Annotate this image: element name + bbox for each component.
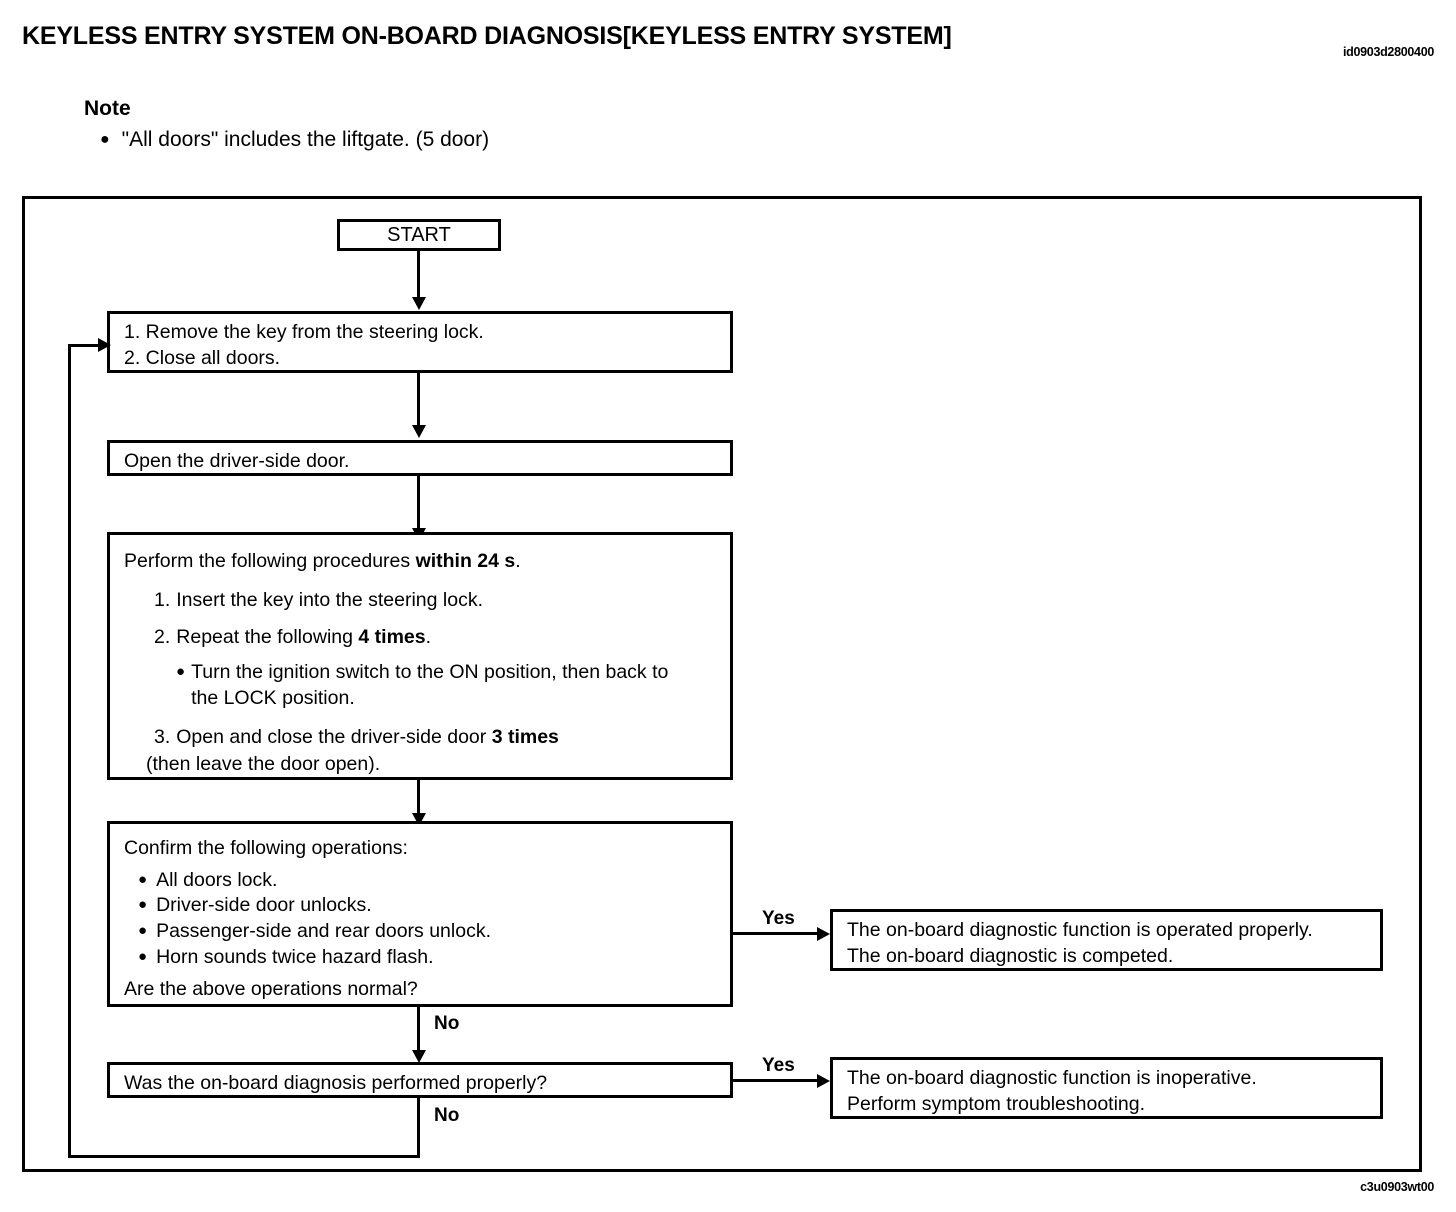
flow-node-step3: Perform the following procedures within … <box>107 532 733 780</box>
connector-step5-no-down <box>417 1098 420 1158</box>
edge-label-yes-bottom: Yes <box>762 1055 795 1076</box>
list-item: ● All doors lock. <box>124 868 716 894</box>
diagram-frame <box>22 196 1422 1172</box>
step3-item2-c: . <box>425 626 432 649</box>
bullet-icon: ● <box>138 922 148 940</box>
step1-line2: 2. Close all doors. <box>124 346 281 369</box>
step3-item1-text: Insert the key into the steering lock. <box>176 588 484 611</box>
step3-item3-continuation: (then leave the door open). <box>146 753 381 776</box>
arrow-down-icon <box>412 297 426 310</box>
result-bad-line2: Perform symptom troubleshooting. <box>847 1092 1146 1115</box>
step3-item3-a: Open and close the driver-side door <box>176 725 492 748</box>
step3-item3-marker: 3. <box>154 725 171 748</box>
list-item: ● Driver-side door unlocks. <box>124 893 716 919</box>
arrow-right-icon <box>98 338 111 352</box>
step3-intro-a: Perform the following procedures <box>124 550 416 572</box>
step3-intro-c: . <box>515 550 521 572</box>
step3-item1: 1. Insert the key into the steering lock… <box>124 588 716 614</box>
step3-intro: Perform the following procedures within … <box>124 549 716 575</box>
connector-step3-to-step4 <box>417 780 420 818</box>
edge-label-no-bottom: No <box>434 1105 460 1126</box>
connector-step2-to-step3 <box>417 476 420 530</box>
list-item: ● Passenger-side and rear doors unlock. <box>124 919 716 945</box>
page-title: KEYLESS ENTRY SYSTEM ON-BOARD DIAGNOSIS[… <box>22 22 952 50</box>
flow-node-result-bad: The on-board diagnostic function is inop… <box>830 1057 1383 1119</box>
bullet-icon: ● <box>138 870 148 888</box>
arrow-right-icon <box>817 927 830 941</box>
step4-bullet-text: Driver-side door unlocks. <box>156 894 372 917</box>
connector-feedback-left <box>68 344 71 1158</box>
step3-item2: 2. Repeat the following 4 times. <box>124 625 716 651</box>
edge-label-yes-top: Yes <box>762 908 795 929</box>
step5-question: Was the on-board diagnosis performed pro… <box>124 1072 548 1094</box>
connector-feedback-into-step1 <box>68 344 102 347</box>
step3-item2-emphasis: 4 times <box>358 626 426 649</box>
list-item: ● Horn sounds twice hazard flash. <box>124 945 716 971</box>
connector-start-to-step1 <box>417 251 420 299</box>
step4-bullet-list: ● All doors lock. ● Driver-side door unl… <box>124 868 716 971</box>
connector-feedback-bottom <box>68 1155 420 1158</box>
connector-step4-no <box>417 1007 420 1057</box>
step3-item3-text: Open and close the driver-side door 3 ti… <box>176 725 559 751</box>
bullet-icon: ● <box>176 663 186 681</box>
step4-bullet-text: Passenger-side and rear doors unlock. <box>156 920 491 943</box>
step2-line1: Open the driver-side door. <box>124 450 350 472</box>
step3-subbullet: ● Turn the ignition switch to the ON pos… <box>124 660 716 711</box>
step1-line1: 1. Remove the key from the steering lock… <box>124 321 484 343</box>
step3-subbullet-line2: the LOCK position. <box>191 686 355 709</box>
step3-item3-emphasis: 3 times <box>491 725 559 748</box>
footer-reference-id: c3u0903wt00 <box>1360 1180 1434 1194</box>
result-ok-line2: The on-board diagnostic is competed. <box>847 944 1174 967</box>
flow-node-step1: 1. Remove the key from the steering lock… <box>107 311 733 373</box>
step3-item2-text: Repeat the following 4 times. <box>176 625 431 651</box>
step3-intro-emphasis: within 24 s <box>415 550 516 572</box>
start-label: START <box>387 223 451 246</box>
bullet-icon: ● <box>138 896 148 914</box>
edge-label-no-mid: No <box>434 1013 460 1034</box>
step4-bullet-text: All doors lock. <box>156 868 278 891</box>
document-reference-id: id0903d2800400 <box>1342 45 1434 59</box>
bullet-icon: ● <box>100 131 110 148</box>
connector-step4-yes <box>733 932 819 935</box>
step4-question: Are the above operations normal? <box>124 977 418 1000</box>
step3-subbullet-line1: Turn the ignition switch to the ON posit… <box>191 661 669 684</box>
connector-step1-to-step2 <box>417 373 420 427</box>
flow-node-step2: Open the driver-side door. <box>107 440 733 476</box>
flow-node-result-ok: The on-board diagnostic function is oper… <box>830 909 1383 971</box>
step4-bullet-text: Horn sounds twice hazard flash. <box>156 945 434 968</box>
step4-intro: Confirm the following operations: <box>124 837 408 859</box>
note-bullet-text: "All doors" includes the liftgate. (5 do… <box>121 128 490 151</box>
result-ok-line1: The on-board diagnostic function is oper… <box>847 919 1313 941</box>
flow-node-step4: Confirm the following operations: ● All … <box>107 821 733 1007</box>
note-heading: Note <box>84 97 131 120</box>
connector-step5-yes <box>733 1079 819 1082</box>
bullet-icon: ● <box>138 947 148 965</box>
step3-item2-marker: 2. <box>154 626 171 649</box>
step3-item1-marker: 1. <box>154 588 171 611</box>
arrow-down-icon <box>412 425 426 438</box>
flow-node-step5: Was the on-board diagnosis performed pro… <box>107 1062 733 1098</box>
arrow-right-icon <box>817 1074 830 1088</box>
flow-node-start: START <box>337 219 501 251</box>
note-bullet-item: ● "All doors" includes the liftgate. (5 … <box>100 128 489 152</box>
step3-item2-a: Repeat the following <box>176 626 359 649</box>
result-bad-line1: The on-board diagnostic function is inop… <box>847 1067 1257 1089</box>
arrow-down-icon <box>412 1050 426 1063</box>
step3-item3: 3. Open and close the driver-side door 3… <box>124 725 716 751</box>
